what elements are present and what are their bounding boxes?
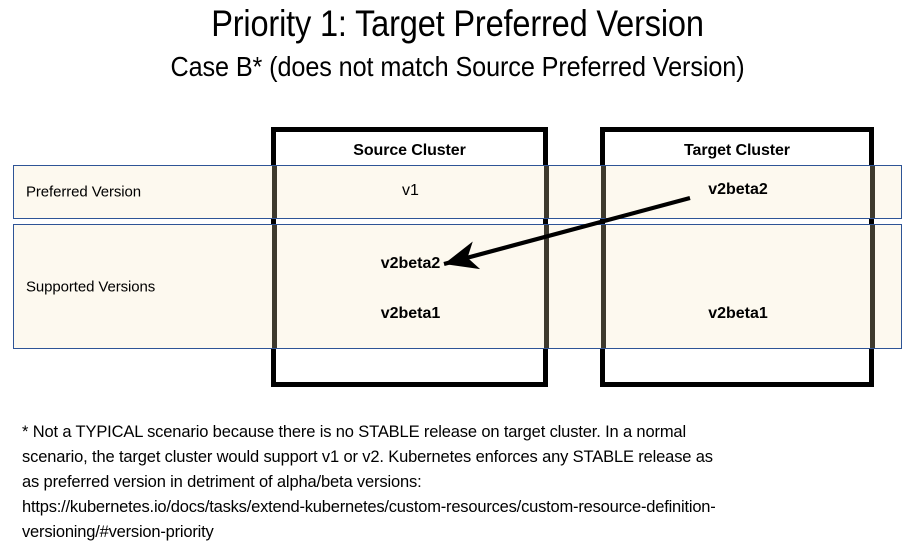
page-subtitle: Case B* (does not match Source Preferred… (170, 51, 745, 82)
target-box-right-edge (870, 225, 875, 348)
cell-target-preferred-version: v2beta2 (708, 181, 768, 198)
target-cluster-header: Target Cluster (684, 142, 790, 159)
table-row-supported-versions: Supported Versions v2beta2 v2beta1 v2bet… (13, 224, 902, 349)
footnote-url-line-1[interactable]: https://kubernetes.io/docs/tasks/extend-… (22, 498, 716, 516)
source-box-right-edge (544, 166, 549, 218)
cell-source-supported-v2beta2: v2beta2 (380, 255, 441, 272)
row-label-supported-versions: Supported Versions (26, 278, 156, 295)
title-block: Priority 1: Target Preferred Version Cas… (0, 2, 915, 84)
source-box-right-edge (544, 225, 549, 348)
cell-source-supported-v2beta1: v2beta1 (380, 305, 441, 322)
source-box-left-edge (272, 225, 277, 348)
cell-target-supported-v2beta1: v2beta1 (708, 305, 768, 322)
footnote-line-3: as preferred version in detriment of alp… (22, 473, 422, 491)
page-title: Priority 1: Target Preferred Version (211, 3, 704, 44)
footnote-url-line-2[interactable]: versioning/#version-priority (22, 523, 214, 541)
footnote-line-2: scenario, the target cluster would suppo… (22, 448, 713, 466)
footnote: * Not a TYPICAL scenario because there i… (22, 420, 902, 545)
cell-source-preferred-version: v1 (402, 182, 419, 199)
row-label-preferred-version: Preferred Version (26, 183, 142, 201)
source-box-left-edge (272, 166, 277, 218)
target-box-right-edge (870, 166, 875, 218)
target-box-left-edge (601, 225, 606, 348)
footnote-line-1: * Not a TYPICAL scenario because there i… (22, 423, 686, 441)
source-cluster-header: Source Cluster (353, 142, 466, 159)
target-box-left-edge (601, 166, 606, 218)
table-row-preferred-version: Preferred Version v1 v2beta2 (13, 165, 902, 219)
